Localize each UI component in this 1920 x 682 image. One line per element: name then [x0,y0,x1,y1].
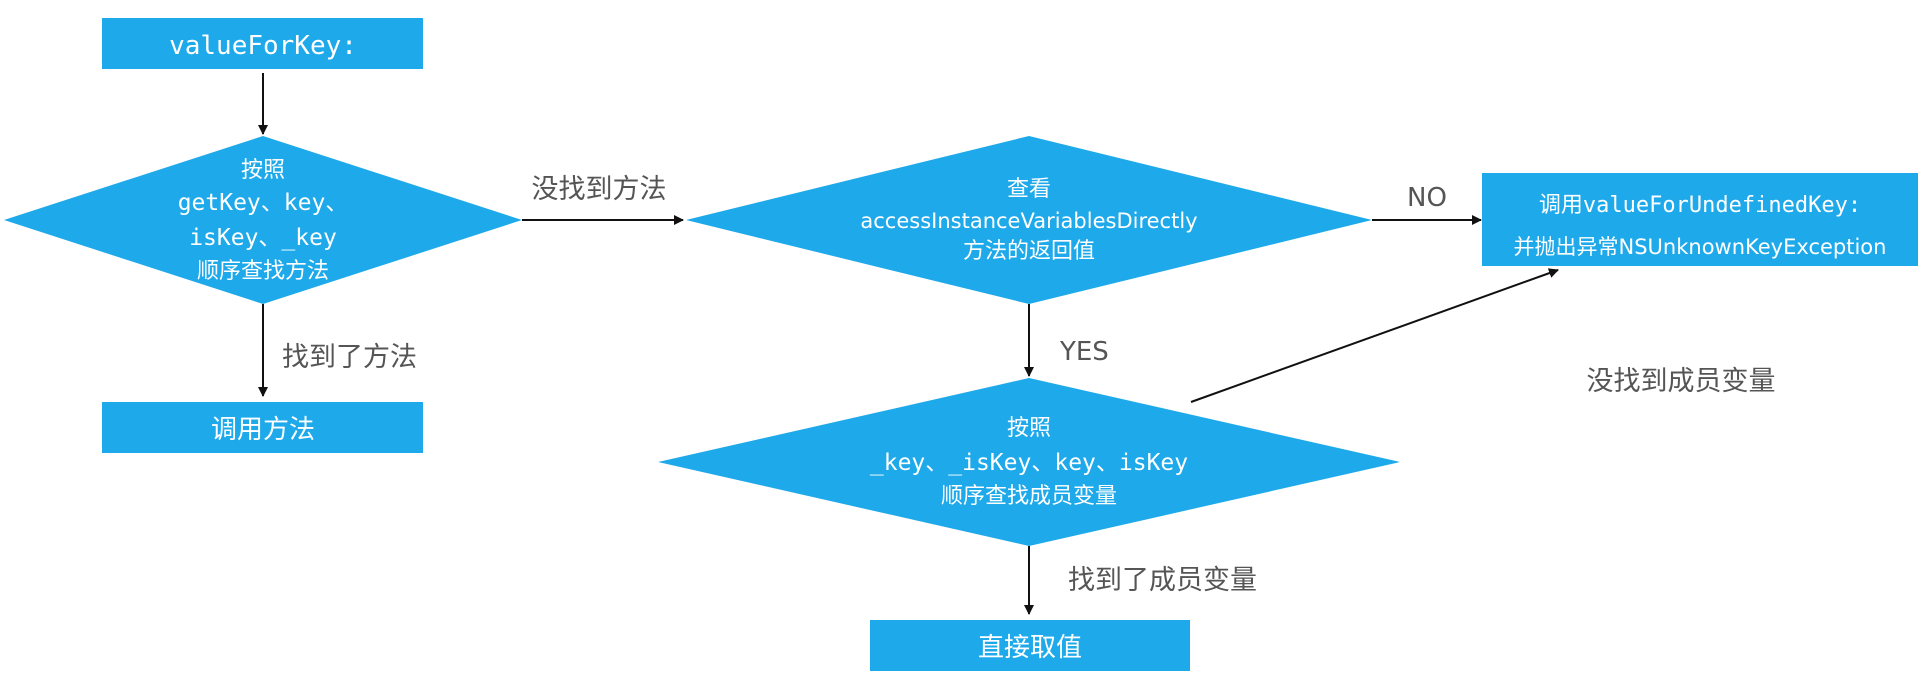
undefined-key-line1-code: valueForUndefinedKey: [1583,193,1861,218]
edge-label-method-found: 找到了方法 [282,342,417,373]
direct-value-node: 直接取值 [870,620,1190,671]
undefined-key-line1: 调用valueForUndefinedKey: [1539,193,1861,218]
ivar-search-line3: 顺序查找成员变量 [941,484,1117,509]
edge-ivar-search-to-undefined-key [1190,268,1559,403]
edge-label-no: NO [1407,183,1447,213]
edge-label-ivar-found: 找到了成员变量 [1068,565,1257,596]
call-method-node: 调用方法 [102,402,423,453]
ivar-search-line2: _key、_isKey、key、isKey [870,450,1188,476]
edge-label-method-not-found: 没找到方法 [532,174,667,205]
check-access-line1: 查看 [1007,177,1051,202]
method-search-line2: getKey、key、 [178,190,349,216]
check-access-line2: accessInstanceVariablesDirectly [860,209,1197,233]
method-search-diamond: 按照 getKey、key、 isKey、_key 顺序查找方法 [4,136,522,304]
undefined-key-line2: 并抛出异常NSUnknownKeyException [1514,235,1887,259]
edge-label-ivar-not-found: 没找到成员变量 [1587,366,1776,397]
method-search-line1: 按照 [241,158,285,183]
ivar-search-diamond: 按照 _key、_isKey、key、isKey 顺序查找成员变量 [658,378,1400,546]
undefined-key-node: 调用valueForUndefinedKey: 并抛出异常NSUnknownKe… [1482,173,1918,266]
check-access-line3: 方法的返回值 [963,239,1095,264]
start-node: valueForKey: [102,18,423,69]
method-search-line4: 顺序查找方法 [197,259,329,284]
method-search-line3: isKey、_key [189,225,337,251]
call-method-label: 调用方法 [211,415,315,445]
edge-label-yes: YES [1059,337,1109,367]
direct-value-label: 直接取值 [978,633,1082,663]
check-access-diamond: 查看 accessInstanceVariablesDirectly 方法的返回… [686,136,1372,304]
start-node-label: valueForKey: [169,31,357,61]
ivar-search-line1: 按照 [1007,416,1051,441]
undefined-key-line1-prefix: 调用 [1539,193,1583,218]
